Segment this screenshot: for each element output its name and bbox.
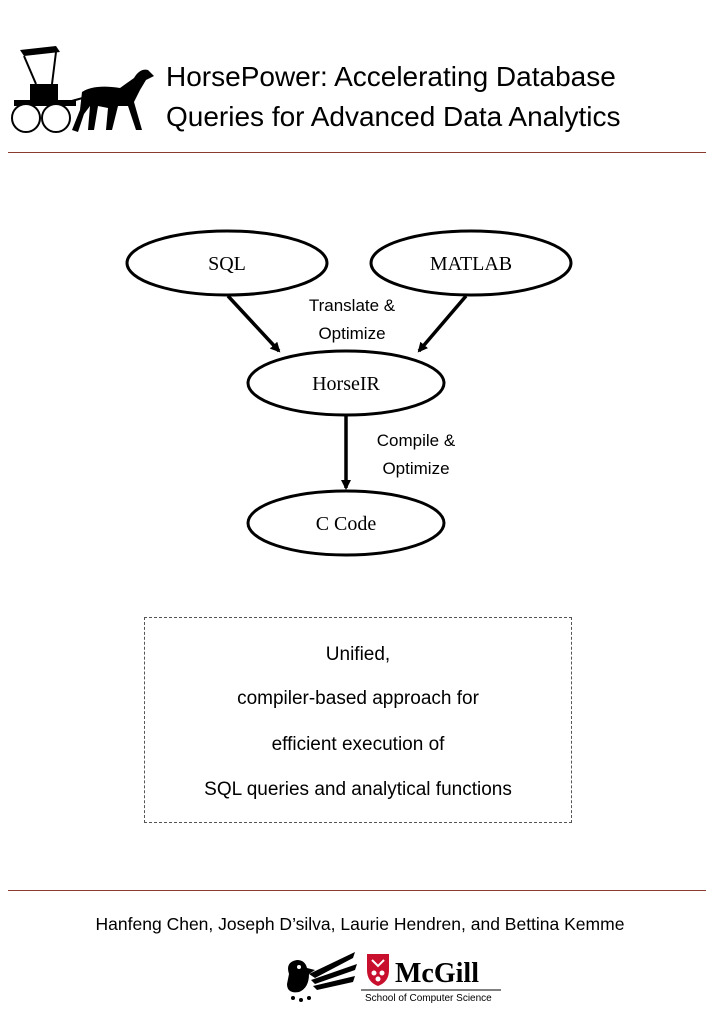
department-name: School of Computer Science: [365, 993, 492, 1004]
node-sql: SQL: [125, 229, 329, 297]
edge-label-compile-line-1: Compile &: [377, 431, 456, 450]
mcgill-crest-icon: [367, 954, 389, 986]
node-horseir: HorseIR: [246, 349, 446, 417]
summary-box: Unified, compiler-based approach for eff…: [144, 617, 572, 823]
mcgill-wordmark: McGill: [395, 958, 479, 989]
node-horseir-label: HorseIR: [312, 373, 380, 395]
summary-line-1: Unified,: [325, 644, 391, 665]
node-matlab: MATLAB: [369, 229, 573, 297]
header-divider: [8, 152, 706, 153]
summary-line-2: compiler-based approach for: [237, 688, 479, 709]
edge-label-translate-line-1: Translate &: [309, 296, 396, 315]
compilation-flow-diagram: SQL MATLAB HorseIR C Code Translate & Op…: [125, 229, 573, 557]
edge-label-translate-line-2: Optimize: [318, 324, 385, 343]
node-c-code-label: C Code: [316, 513, 377, 535]
page-title-line-2: Queries for Advanced Data Analytics: [166, 101, 621, 132]
node-matlab-label: MATLAB: [430, 253, 512, 275]
node-sql-label: SQL: [208, 253, 246, 275]
edge-matlab-to-horseir: [417, 294, 468, 353]
page-title-line-1: HorsePower: Accelerating Database: [166, 61, 616, 92]
edge-label-compile-line-2: Optimize: [382, 459, 449, 478]
author-list: Hanfeng Chen, Joseph D’silva, Laurie Hen…: [95, 914, 625, 934]
summary-line-4: SQL queries and analytical functions: [204, 779, 512, 800]
bird-icon: [287, 952, 357, 1002]
edge-sql-to-horseir: [226, 294, 281, 353]
node-c-code: C Code: [246, 489, 446, 557]
footer-divider: [8, 890, 706, 891]
mcgill-logo-icon: McGill School of Computer Science: [287, 952, 501, 1004]
horse-carriage-logo-icon: [11, 46, 154, 133]
summary-line-3: efficient execution of: [271, 734, 445, 755]
